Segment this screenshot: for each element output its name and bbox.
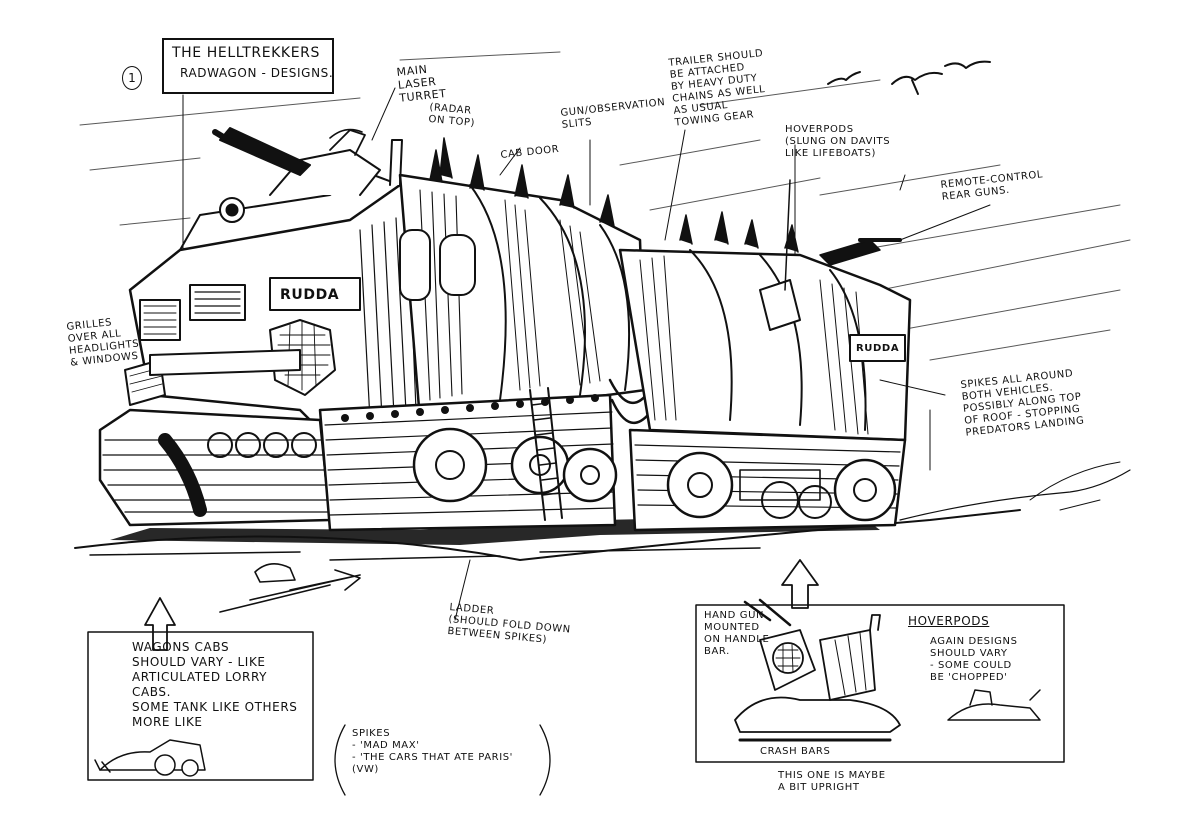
hoverpods-box <box>695 604 1065 763</box>
annotation-leader-lines <box>182 87 991 621</box>
up-arrow-left <box>144 597 176 651</box>
note-hoverpods-title: HOVERPODS <box>908 614 990 628</box>
spikes-bracket <box>334 724 551 796</box>
title-line-2: RADWAGON - DESIGNS. <box>180 66 334 80</box>
chopped-hoverpod-sketch <box>947 689 1041 721</box>
hoverpod-sketch <box>734 598 901 742</box>
ground-debris <box>219 563 361 613</box>
wagon-cabs-box <box>87 631 314 781</box>
note-hoverpods-designs: AGAIN DESIGNS SHOULD VARY - SOME COULD B… <box>930 636 1018 683</box>
sheet-number: 1 <box>122 66 142 90</box>
note-grilles: GRILLES OVER ALL HEADLIGHTS & WINDOWS <box>66 317 140 369</box>
title-frame <box>162 38 334 94</box>
small-cab-sketch <box>94 739 206 777</box>
note-main-laser-turret: MAIN LASER TURRET <box>396 62 448 105</box>
note-spikes-mad-max: SPIKES - 'MAD MAX' - 'THE CARS THAT ATE … <box>352 728 514 775</box>
note-crash-bars: CRASH BARS <box>760 746 831 757</box>
note-hand-gun: HAND GUN MOUNTED ON HANDLE BAR. <box>704 610 770 657</box>
note-upright: THIS ONE IS MAYBE A BIT UPRIGHT <box>778 770 886 793</box>
title-line-1: THE HELLTREKKERS <box>172 45 320 61</box>
trailer-plate-text: RUDDA <box>856 343 900 354</box>
cab-vehicle <box>98 127 422 527</box>
cab-plate-text: RUDDA <box>280 287 340 303</box>
note-trailer-attach: TRAILER SHOULD BE ATTACHED BY HEAVY DUTY… <box>668 48 766 129</box>
up-arrow-right <box>781 559 819 609</box>
note-wagon-cabs: WAGONS CABS SHOULD VARY - LIKE ARTICULAT… <box>132 640 298 729</box>
tanker-wagon <box>318 137 647 532</box>
note-hoverpods-slung: HOVERPODS (SLUNG ON DAVITS LIKE LIFEBOAT… <box>785 124 891 159</box>
flying-predators <box>827 60 991 95</box>
wind-streaks <box>79 51 1131 361</box>
note-spikes-all-around: SPIKES ALL AROUND BOTH VEHICLES. POSSIBL… <box>960 368 1086 439</box>
note-radar-on-top: (RADAR ON TOP) <box>427 102 476 129</box>
trailer-wagon <box>618 179 912 532</box>
